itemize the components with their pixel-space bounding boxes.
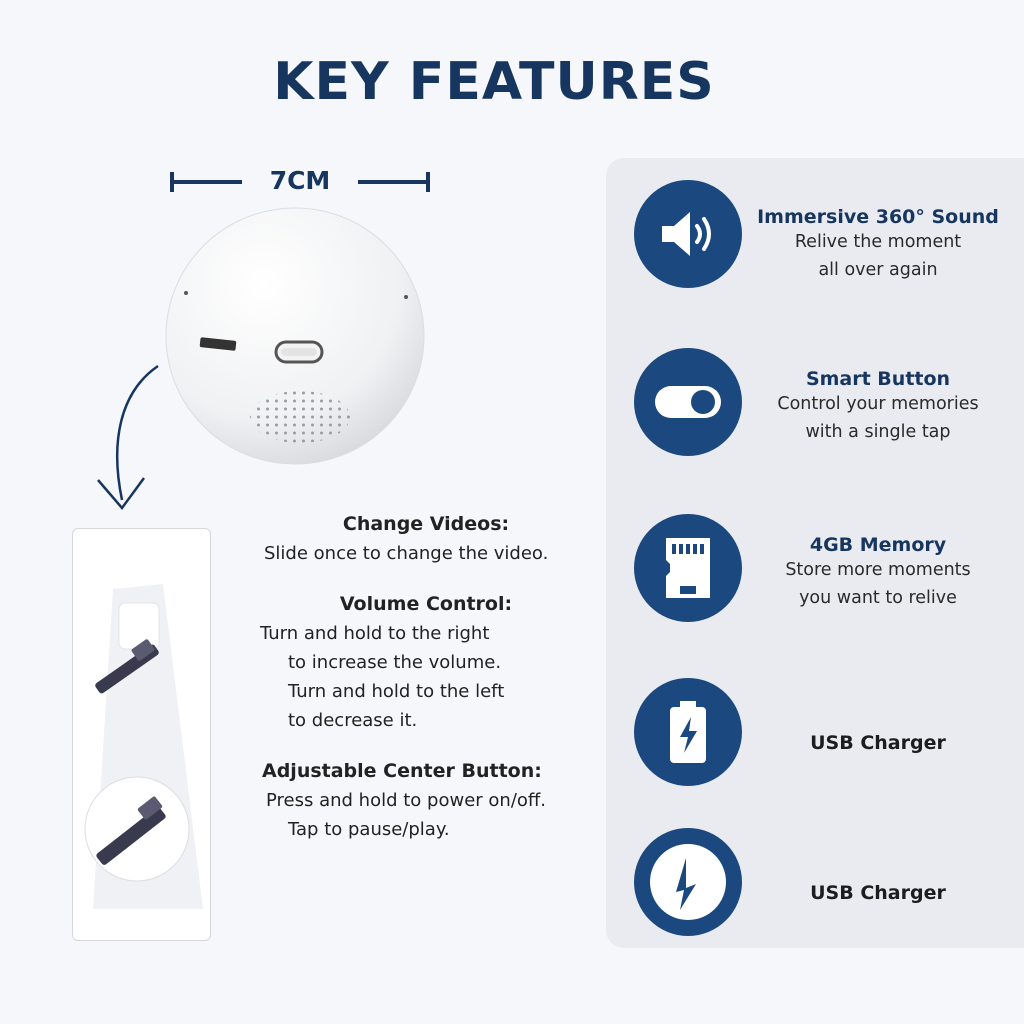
dimension-line-left [170,180,242,184]
feature-title: 4GB Memory [809,534,947,556]
feature-usb-charger-2: USB Charger [606,808,1024,948]
feature-usb-charger: USB Charger [606,658,1024,798]
feature-title: USB Charger [810,732,946,754]
speaker-grill [250,391,350,443]
speaker-icon [634,180,742,288]
instruction-line: Tap to pause/play. [288,819,450,840]
instruction-line: Turn and hold to the right [260,623,490,644]
instruction-line: Turn and hold to the left [288,681,505,702]
feature-line: Store more moments [785,560,971,580]
feature-title: Immersive 360° Sound [757,206,999,228]
feature-smart-button: Smart Button Control your memories with … [606,328,1024,468]
instruction-change-videos: Change Videos: Slide once to change the … [256,510,596,568]
instruction-title: Adjustable Center Button: [262,760,542,782]
button-detail-panel [72,528,211,941]
toggle-switch-icon [634,348,742,456]
feature-sound: Immersive 360° Sound Relive the moment a… [606,160,1024,300]
instructions-list: Change Videos: Slide once to change the … [256,510,596,866]
feature-text: USB Charger [744,732,1012,754]
feature-text: Smart Button Control your memories with … [744,368,1012,446]
feature-line: Control your memories [777,394,979,414]
speaker-ball-image [165,207,425,465]
features-panel: Immersive 360° Sound Relive the moment a… [606,158,1024,948]
feature-title: USB Charger [810,882,946,904]
dimension-label: 7CM [269,166,331,195]
instruction-line: Slide once to change the video. [264,543,549,564]
arrow-down-icon [97,364,159,511]
instruction-line: to increase the volume. [288,652,502,673]
feature-line: with a single tap [805,422,951,442]
battery-charging-icon [634,678,742,786]
button-detail-image [84,584,203,909]
instruction-center-button: Adjustable Center Button: Press and hold… [256,757,596,844]
feature-line: you want to relive [799,588,957,608]
dimension-line-right [358,180,428,184]
memory-card-icon [634,514,742,622]
feature-memory: 4GB Memory Store more moments you want t… [606,494,1024,634]
feature-text: 4GB Memory Store more moments you want t… [744,534,1012,612]
instruction-title: Change Videos: [342,513,510,535]
lightning-bolt-icon [634,828,742,936]
size-dimension-indicator: 7CM [170,166,430,198]
slide-switch [199,337,237,351]
feature-line: Relive the moment [794,232,962,252]
dimension-cap-right [426,172,430,192]
instruction-line: Press and hold to power on/off. [266,790,547,811]
feature-text: USB Charger [744,882,1012,904]
feature-text: Immersive 360° Sound Relive the moment a… [744,206,1012,284]
instruction-volume-control: Volume Control: Turn and hold to the rig… [256,590,596,735]
instruction-line: to decrease it. [288,710,418,731]
feature-title: Smart Button [805,368,951,390]
instruction-title: Volume Control: [339,593,513,615]
page-title: KEY FEATURES [273,52,715,112]
feature-line: all over again [818,260,938,280]
